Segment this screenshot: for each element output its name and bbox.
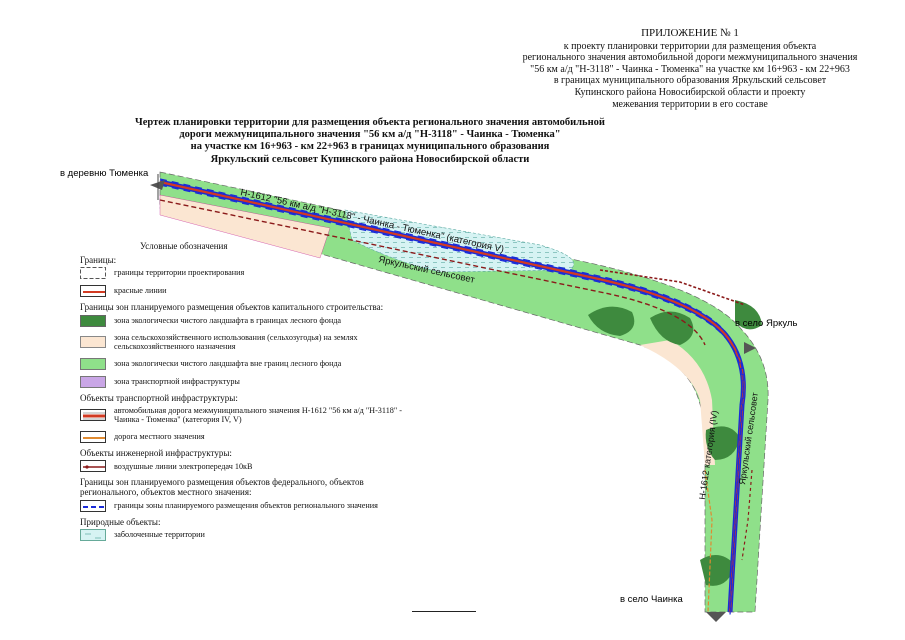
legend-item: границы территории проектирования <box>80 267 410 280</box>
forest-eco-zone <box>735 300 762 330</box>
label-to-yarkul: в село Яркуль <box>735 318 797 329</box>
agri-zone <box>640 340 715 465</box>
legend-label: дорога местного значения <box>114 431 205 441</box>
zone-transport-swatch <box>80 375 106 388</box>
label-to-tyumenka: в деревню Тюменка <box>60 168 149 179</box>
legend-label: зона транспортной инфраструктуры <box>114 377 240 387</box>
drawing-title-line: Чертеж планировки территории для размеще… <box>135 117 605 128</box>
appendix-line: "56 км а/д "Н-3118" - Чаинка - Тюменка" … <box>530 63 850 75</box>
drawing-title-line: дороги межмуниципального значения "56 км… <box>179 129 561 141</box>
legend-head: Природные объекты: <box>80 516 161 527</box>
legend-label: зона экологически чистого ландшафта в гр… <box>114 315 342 325</box>
regional-zone-boundary <box>159 178 744 610</box>
forest-eco-zone <box>700 555 735 586</box>
wetlands-swatch <box>80 529 106 542</box>
legend-head: Границы зон планируемого размещения объе… <box>80 477 364 497</box>
forest-eco-zone <box>705 426 740 460</box>
legend-item: дорога местного значения <box>80 430 410 443</box>
power-line <box>599 269 746 306</box>
appendix-line: в границах муниципального образования Яр… <box>553 75 827 87</box>
legend-label: красные линии <box>114 286 167 296</box>
wetland-area <box>344 209 575 273</box>
appendix-header: ПРИЛОЖЕНИЕ № 1 к проекту планировки терр… <box>500 27 880 110</box>
legend-label: зона сельскохозяйственного использования… <box>114 332 358 352</box>
legend-label: заболоченные территории <box>114 530 205 540</box>
legend-item: красные линии <box>80 285 410 298</box>
regional-zone-swatch <box>80 499 106 512</box>
legend-item: воздушные линии электропередач 10кВ <box>80 460 410 473</box>
legend-item: автомобильная дорога межмуниципального з… <box>80 406 410 425</box>
power-line <box>741 469 753 561</box>
legend-head: Объекты транспортной инфраструктуры: <box>80 392 238 403</box>
legend-item: зона сельскохозяйственного использования… <box>80 333 410 352</box>
drawing-title: Чертеж планировки территории для размеще… <box>110 117 630 166</box>
regional-zone-boundary <box>159 184 744 616</box>
legend-item: границы зоны планируемого размещения объ… <box>80 499 410 512</box>
red-lines-swatch <box>80 285 106 298</box>
local-road <box>704 469 713 613</box>
road-local-swatch <box>80 430 106 443</box>
legend-item: зона экологически чистого ландшафта вне … <box>80 357 410 370</box>
drawing-title-line: Яркульский сельсовет Купинского района Н… <box>210 153 530 165</box>
forest-eco-zone <box>588 306 635 336</box>
red-line <box>159 199 706 346</box>
legend-panel: Условные обозначения Границы: границы те… <box>80 241 410 547</box>
legend-title: Условные обозначения <box>140 241 228 251</box>
legend-label: границы зоны планируемого размещения объ… <box>114 500 378 510</box>
legend-head: Границы: <box>80 254 117 265</box>
zone-eco-outside-swatch <box>80 357 106 370</box>
legend-head: Объекты инженерной инфраструктуры: <box>80 447 232 458</box>
legend-item: зона экологически чистого ландшафта в гр… <box>80 314 410 327</box>
drawing-title-line: на участке км 16+963 - км 22+963 в грани… <box>190 141 550 153</box>
appendix-line: регионального значения автомобильной дор… <box>522 52 858 64</box>
legend-item: заболоченные территории <box>80 529 410 542</box>
legend-label: воздушные линии электропередач 10кВ <box>114 461 253 471</box>
zone-agri-swatch <box>80 336 106 349</box>
appendix-line: Купинского района Новосибирской области … <box>574 86 806 98</box>
arrow-to-chainka-icon <box>706 612 726 622</box>
legend-item: зона транспортной инфраструктуры <box>80 375 410 388</box>
appendix-line: межевания территории в его составе <box>612 98 768 110</box>
legend-label: зона экологически чистого ландшафта вне … <box>114 359 342 369</box>
agri-zone <box>159 194 331 259</box>
legend-head: Границы зон планируемого размещения объе… <box>80 302 384 313</box>
legend-label: автомобильная дорога межмуниципального з… <box>114 405 402 425</box>
road-intermunicipal-swatch <box>80 409 106 422</box>
zone-eco-forest-swatch <box>80 314 106 327</box>
appendix-line: к проекту планировки территории для разм… <box>563 40 817 52</box>
signature-line <box>412 611 476 612</box>
arrow-to-yarkul-icon <box>744 342 756 354</box>
legend-label: границы территории проектирования <box>114 268 245 278</box>
boundary-territory-swatch <box>80 267 106 280</box>
power-line-swatch <box>80 460 106 473</box>
label-to-chainka: в село Чаинка <box>620 594 684 605</box>
appendix-title: ПРИЛОЖЕНИЕ № 1 <box>641 27 739 39</box>
